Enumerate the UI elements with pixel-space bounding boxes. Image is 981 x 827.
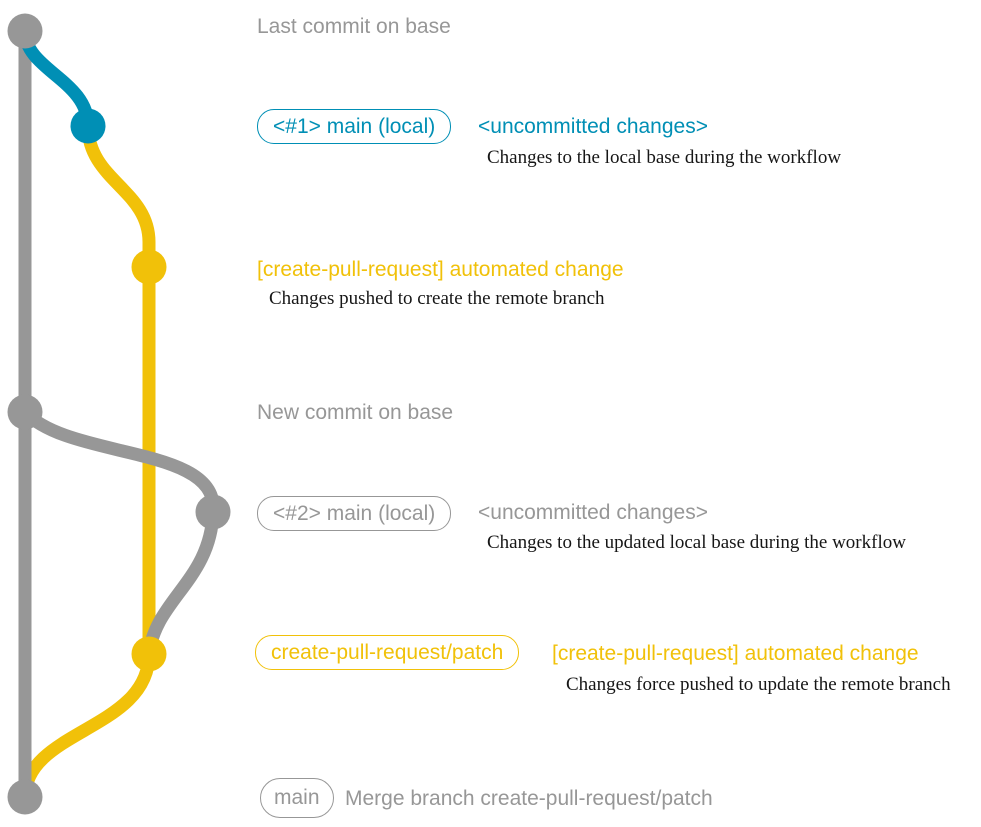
commit-node-uncommitted-changes-2 [195,494,231,530]
branch-badge-main-local-1: <#1> main (local) [257,109,452,144]
branch-line-patch-merge-into-main [18,653,156,798]
commit-node-new-commit-on-base [7,394,43,430]
commit-message-merge-branch: Merge branch create-pull-request/patch [345,787,713,810]
commit-message-automated-change-2: [create-pull-request] automated change [552,642,919,665]
branch-badge-main-local-2-label: <#2> main (local) [273,501,436,525]
branch-badge-main: main [260,778,334,818]
branch-line-rebase-merge [142,511,220,656]
commit-message-automated-change-1: [create-pull-request] automated change [257,258,624,281]
commit-node-merge [7,779,43,815]
commit-node-uncommitted-changes-1 [70,108,106,144]
commit-message-new-commit-on-base: New commit on base [257,401,454,424]
commit-note-uncommitted-changes-2: Changes to the updated local base during… [487,532,906,553]
branch-badge-main-local-2: <#2> main (local) [257,496,452,531]
commit-node-last-commit-on-base [7,13,43,49]
branch-badge-create-pull-request-patch-label: create-pull-request/patch [271,640,504,664]
commit-note-uncommitted-changes-1: Changes to the local base during the wor… [487,147,842,168]
commit-note-automated-change-2: Changes force pushed to update the remot… [566,674,951,695]
commit-note-automated-change-1: Changes pushed to create the remote bran… [269,288,605,309]
branch-line-rebase-out [20,407,220,513]
commit-node-automated-change-1 [131,249,167,285]
branch-line-create-pull-request-patch [81,125,156,654]
commit-message-last-commit-on-base: Last commit on base [257,15,451,38]
branch-badge-main-label: main [274,786,320,809]
commit-node-automated-change-2 [131,636,167,672]
commit-message-uncommitted-changes-2: <uncommitted changes> [478,501,708,524]
commit-message-uncommitted-changes-1: <uncommitted changes> [478,115,708,138]
branch-badge-main-local-1-label: <#1> main (local) [273,114,436,138]
branch-badge-create-pull-request-patch: create-pull-request/patch [255,635,520,670]
